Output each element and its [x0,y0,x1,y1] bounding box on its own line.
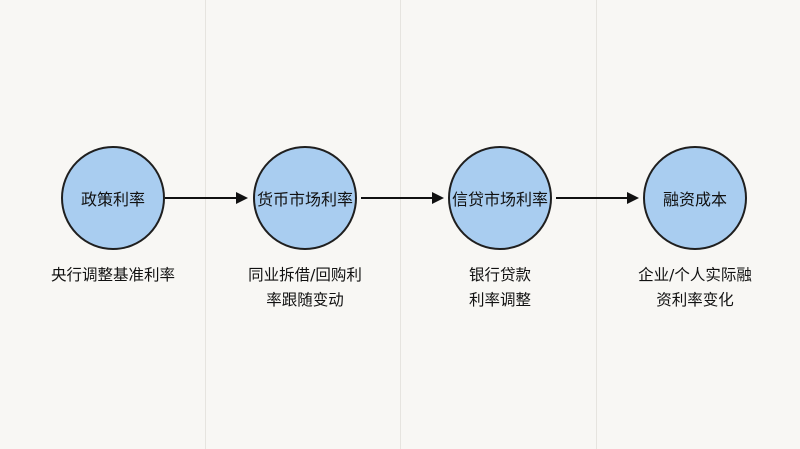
node-caption: 银行贷款 利率调整 [468,266,531,309]
node-caption: 同业拆借/回购利 率跟随变动 [248,266,362,309]
node-label: 融资成本 [662,190,727,209]
column-divider [596,0,597,449]
column-divider [205,0,206,449]
node-financing-cost: 融资成本 [643,146,747,250]
node-money-market-rate: 货币市场利率 [253,146,357,250]
column-divider [400,0,401,449]
node-policy-rate: 政策利率 [61,146,165,250]
node-caption: 企业/个人实际融 资利率变化 [638,266,752,309]
node-label: 信贷市场利率 [451,190,548,209]
node-label: 政策利率 [80,190,145,209]
node-label: 货币市场利率 [256,190,353,209]
node-caption: 央行调整基准利率 [50,266,175,284]
node-credit-market-rate: 信贷市场利率 [448,146,552,250]
